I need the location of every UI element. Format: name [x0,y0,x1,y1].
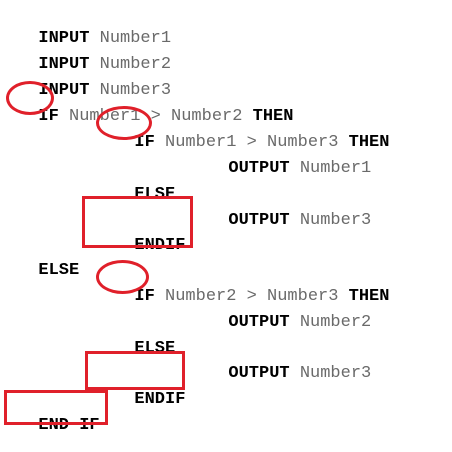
keyword: OUTPUT [228,313,290,332]
operand: Number2 [89,55,172,74]
code-line: IF Number1 > Number3 THEN [114,110,389,152]
condition: Number2 > Number3 [154,287,349,306]
code-line: IF Number2 > Number3 THEN [114,264,389,306]
operand: Number3 [89,81,172,100]
keyword: OUTPUT [228,159,290,178]
code-line: ELSE [114,316,175,358]
keyword-then: THEN [348,133,390,152]
code-line: OUTPUT Number1 [208,136,371,178]
code-line: ENDIF [114,367,185,409]
code-line: INPUT Number1 [18,6,171,48]
code-line: OUTPUT Number3 [208,188,371,230]
keyword: INPUT [38,55,90,74]
keyword: OUTPUT [228,211,290,230]
operand: Number3 [289,364,372,383]
code-line: ELSE [114,162,175,204]
highlight-box-endif-1 [82,196,193,248]
highlight-ellipse-if-outer [6,81,54,115]
condition: Number1 > Number3 [154,133,349,152]
operand: Number1 [289,159,372,178]
code-line: INPUT Number2 [18,32,171,74]
highlight-box-endif-2 [85,351,185,390]
highlight-ellipse-if-inner-1 [96,106,152,140]
keyword: IF [134,133,155,152]
keyword-then: THEN [348,287,390,306]
keyword: IF [134,287,155,306]
keyword: END IF [38,416,100,435]
operand: Number2 [289,313,372,332]
keyword: INPUT [38,29,90,48]
keyword: ENDIF [134,390,186,409]
code-line: OUTPUT Number2 [208,290,371,332]
operand: Number3 [289,211,372,230]
code-line: END IF [18,393,99,435]
operand: Number1 [89,29,172,48]
highlight-ellipse-if-inner-2 [96,260,149,294]
keyword: ELSE [134,185,176,204]
keyword: ELSE [38,261,80,280]
code-line: IF Number1 > Number2 THEN [18,84,293,126]
keyword: OUTPUT [228,364,290,383]
highlight-box-end-if [4,390,108,425]
code-line: OUTPUT Number3 [208,341,371,383]
keyword-then: THEN [252,107,294,126]
code-line: ELSE [18,238,79,280]
code-line: INPUT Number3 [18,58,171,100]
